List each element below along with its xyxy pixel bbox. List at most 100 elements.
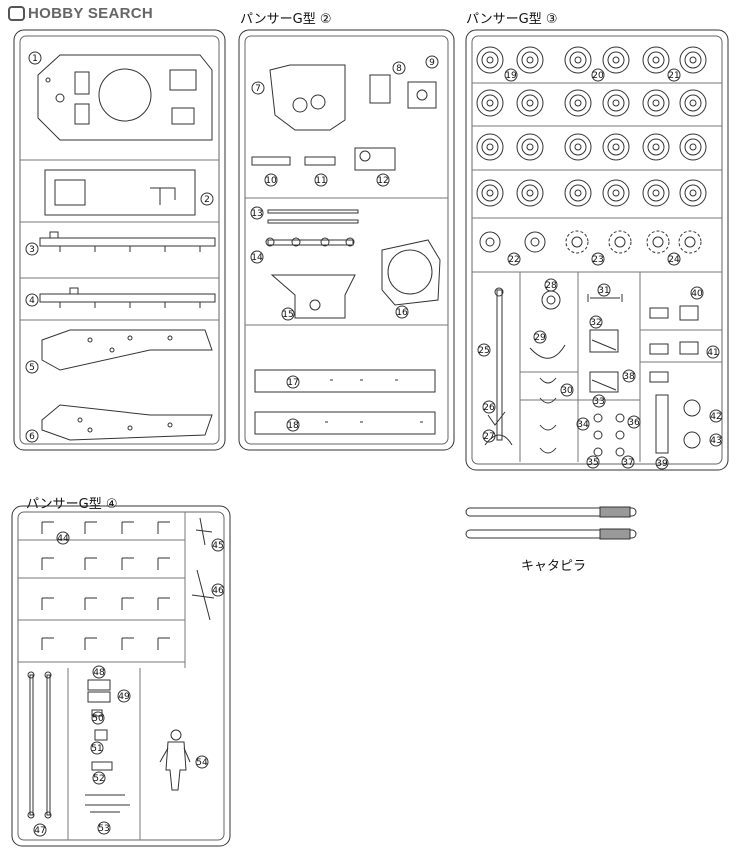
sprue-3-part-numbers: 19 20 21 22 23 24 25 26 27 28 29 30 31 3… xyxy=(477,68,723,470)
watermark-logo-icon xyxy=(8,5,25,21)
part-15-plate xyxy=(270,274,356,319)
road-wheel xyxy=(652,56,660,64)
road-wheel xyxy=(516,179,544,207)
part-number-7: 7 xyxy=(255,84,261,94)
part-33-plate xyxy=(589,371,619,393)
sprue-2-title-number: ② xyxy=(319,12,332,27)
road-wheel xyxy=(476,89,504,117)
road-wheel xyxy=(679,133,707,161)
road-wheel xyxy=(647,138,665,156)
part-number-36: 36 xyxy=(628,418,640,428)
road-wheel xyxy=(574,189,582,197)
road-wheel xyxy=(574,56,582,64)
road-wheel xyxy=(684,51,702,69)
road-wheel xyxy=(684,138,702,156)
bracket-part xyxy=(41,597,54,610)
part-number-13: 13 xyxy=(251,209,262,219)
part-2-hull-floor xyxy=(44,169,196,216)
part-number-12: 12 xyxy=(377,176,388,186)
part-number-39: 39 xyxy=(656,459,668,469)
part-number-33: 33 xyxy=(593,397,604,407)
part-number-43: 43 xyxy=(710,436,721,446)
part-number-48: 48 xyxy=(93,668,105,678)
road-wheel xyxy=(642,89,670,117)
part-number-14: 14 xyxy=(251,253,263,263)
sprue-4-frame xyxy=(11,505,231,847)
part-number-53: 53 xyxy=(98,824,109,834)
part-number-22: 22 xyxy=(508,255,519,265)
part-49-cylinder xyxy=(87,691,111,703)
part-number-9: 9 xyxy=(429,58,435,68)
part-4-side-rail xyxy=(39,287,216,308)
part-52-box xyxy=(91,761,113,771)
part-number-30: 30 xyxy=(561,386,573,396)
road-wheel xyxy=(516,133,544,161)
part-number-41: 41 xyxy=(707,348,718,358)
road-wheel xyxy=(564,179,592,207)
road-wheel xyxy=(689,143,697,151)
sprue-3-frame xyxy=(465,29,729,471)
road-wheel xyxy=(486,189,494,197)
part-number-38: 38 xyxy=(623,372,635,382)
road-wheel xyxy=(652,99,660,107)
part-number-25: 25 xyxy=(478,346,489,356)
sprue-3 xyxy=(465,29,729,471)
part-number-37: 37 xyxy=(622,458,633,468)
road-wheel xyxy=(486,99,494,107)
road-wheel xyxy=(564,133,592,161)
part-44-brackets xyxy=(41,521,170,650)
bracket-part xyxy=(84,557,97,570)
road-wheel xyxy=(642,133,670,161)
road-wheel xyxy=(679,46,707,74)
road-wheel xyxy=(569,138,587,156)
road-wheel xyxy=(607,94,625,112)
part-18-skirt xyxy=(254,411,436,435)
part-number-2: 2 xyxy=(204,195,210,205)
bracket-part xyxy=(41,521,54,534)
sprue-4-part-numbers: 44 45 46 47 48 49 50 51 52 53 54 xyxy=(33,531,225,837)
part-51-box xyxy=(94,729,108,741)
part-46-weapon xyxy=(191,569,215,621)
sprue-2 xyxy=(238,29,455,451)
road-wheel xyxy=(521,94,539,112)
part-number-21: 21 xyxy=(668,71,679,81)
part-number-50: 50 xyxy=(92,714,104,724)
part-number-3: 3 xyxy=(29,245,35,255)
part-22-idler-wheels xyxy=(479,231,546,253)
road-wheel xyxy=(607,184,625,202)
road-wheel xyxy=(526,56,534,64)
part-number-6: 6 xyxy=(29,432,35,442)
part-7-glacis xyxy=(269,64,346,131)
part-29-arc xyxy=(529,344,566,359)
road-wheel xyxy=(642,46,670,74)
sprue-3-title-number: ③ xyxy=(545,12,558,27)
part-3-side-rail xyxy=(39,231,216,252)
part-1-hull-top xyxy=(37,54,213,141)
track-run-2 xyxy=(465,529,637,539)
road-wheel xyxy=(526,189,534,197)
part-number-47: 47 xyxy=(34,826,45,836)
part-number-42: 42 xyxy=(710,412,721,422)
road-wheel xyxy=(602,89,630,117)
sprue-2-title: パンサーG型 ② xyxy=(240,8,332,27)
bracket-part xyxy=(121,521,134,534)
road-wheel xyxy=(647,94,665,112)
road-wheel xyxy=(612,143,620,151)
sprue-4-title-number: ④ xyxy=(105,497,118,512)
road-wheel xyxy=(652,143,660,151)
part-number-35: 35 xyxy=(587,458,598,468)
part-54-crew-figure xyxy=(159,729,191,791)
road-wheel xyxy=(476,133,504,161)
sprue-1 xyxy=(13,29,226,451)
bracket-part xyxy=(84,597,97,610)
part-number-15: 15 xyxy=(282,310,293,320)
track-run-1 xyxy=(465,507,637,517)
watermark: HOBBY SEARCH xyxy=(8,3,153,23)
part-number-5: 5 xyxy=(29,363,35,373)
road-wheel xyxy=(647,184,665,202)
part-number-10: 10 xyxy=(265,176,277,186)
road-wheel xyxy=(612,189,620,197)
road-wheel xyxy=(642,179,670,207)
road-wheel xyxy=(689,189,697,197)
